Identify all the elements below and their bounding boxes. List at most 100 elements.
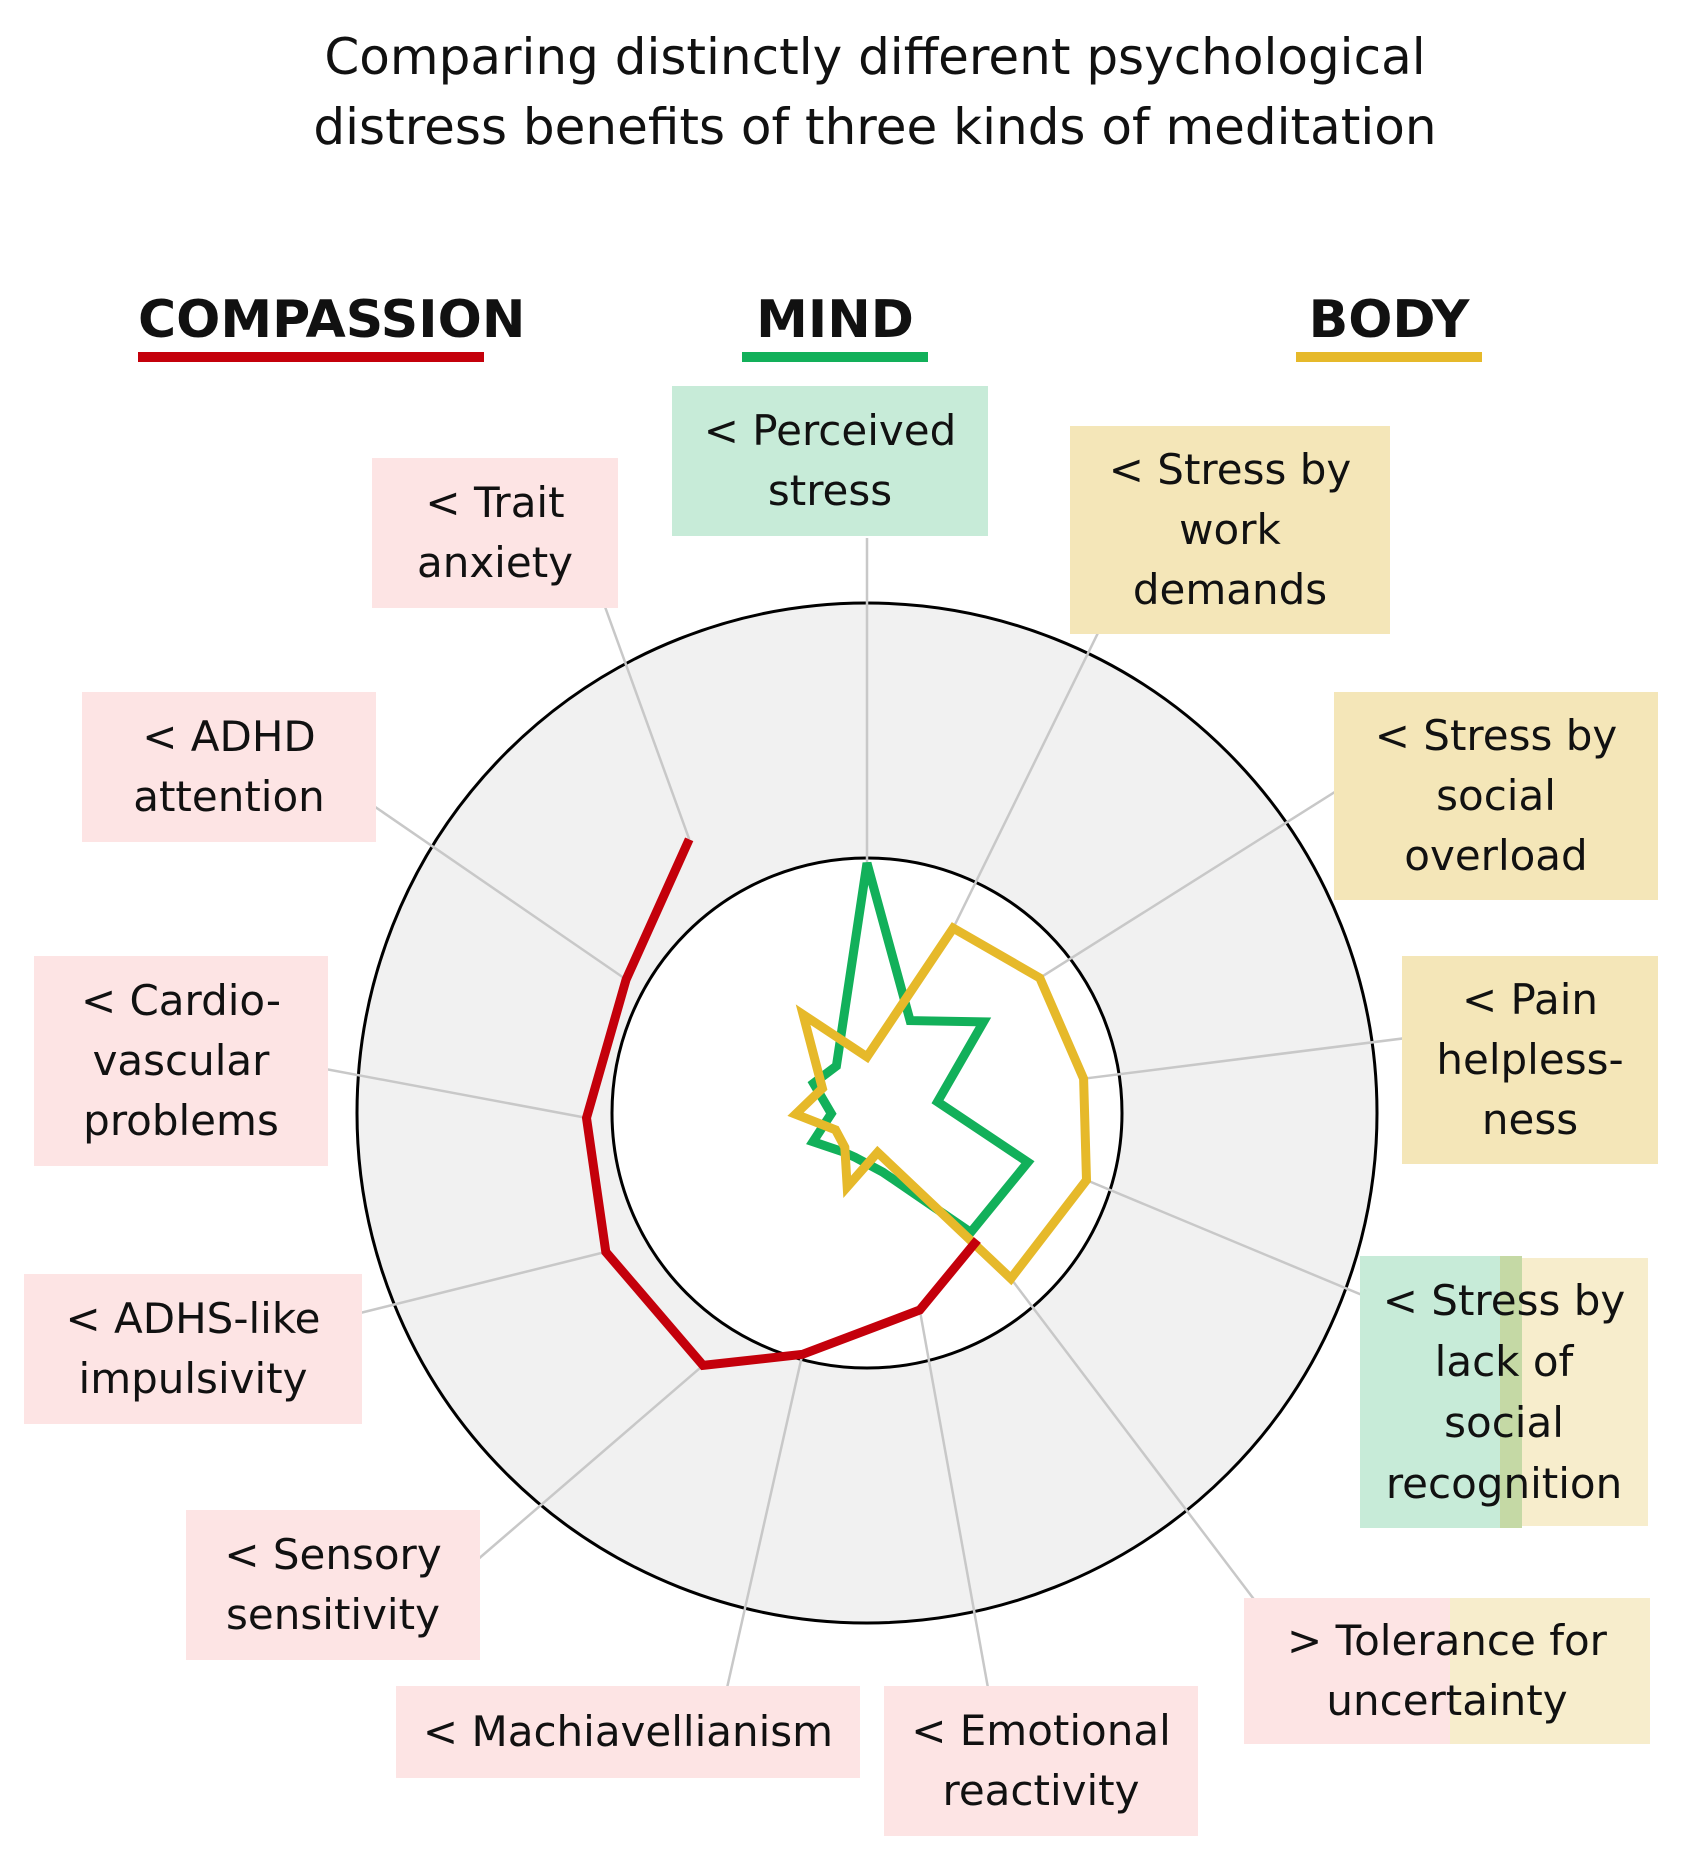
data-point-body (846, 1186, 848, 1188)
data-point-mind (830, 1113, 832, 1115)
data-point-compassion (919, 1309, 921, 1311)
label-tolerance-compassion-bg (1244, 1598, 1450, 1744)
series-line-compassion (581, 837, 981, 1371)
data-point-compassion (702, 1364, 704, 1366)
label-text: impulsivity (78, 1354, 308, 1403)
data-point-mind (835, 1065, 837, 1067)
label-text: < Stress by (1108, 445, 1352, 494)
leader-line (439, 1364, 704, 1593)
data-point-compassion (586, 1117, 588, 1119)
data-point-mind (970, 1231, 972, 1233)
data-point-body (1083, 1078, 1085, 1080)
label-tolerance-uncertainty: > Tolerance for uncertainty (1244, 1598, 1650, 1744)
label-recognition-overlap (1500, 1256, 1522, 1528)
title-line-1: Comparing distinctly different psycholog… (324, 28, 1426, 86)
series-line-body (787, 922, 1092, 1286)
leader-line (1009, 1277, 1257, 1603)
label-text: stress (767, 466, 893, 515)
label-adhd-attention: < ADHD attention (82, 692, 376, 842)
data-point-body (821, 1087, 823, 1089)
label-emotional-reactivity: < Emotional reactivity (884, 1686, 1198, 1836)
data-point-mind (1027, 1161, 1029, 1163)
legend-compassion-swatch (138, 352, 484, 362)
label-text: < ADHD (142, 712, 316, 761)
label-text: < Emotional (911, 1706, 1171, 1755)
data-point-body (1085, 1179, 1087, 1181)
legend-body: BODY (1296, 290, 1482, 362)
data-point-mind (937, 1101, 939, 1103)
data-point-compassion (976, 1239, 978, 1241)
label-text: > Tolerance for (1287, 1616, 1607, 1665)
label-text: < Perceived (703, 406, 957, 455)
leader-line (1085, 1178, 1399, 1312)
data-point-mind (812, 1141, 814, 1143)
label-pain-helplessness: < Pain helpless- ness (1402, 956, 1658, 1164)
inner-circle (610, 856, 1124, 1370)
data-point-body (877, 1151, 879, 1153)
chart-title: Comparing distinctly different psycholog… (0, 22, 1688, 162)
legend-mind-swatch (742, 352, 928, 362)
label-text: < Sensory (224, 1530, 442, 1579)
leader-line (1039, 764, 1377, 980)
label-text: < Trait (425, 478, 565, 527)
label-text: recognition (1385, 1459, 1623, 1508)
label-adhs-impulsivity: < ADHS-like impulsivity (24, 1274, 362, 1424)
label-text: demands (1132, 565, 1328, 614)
label-recognition-body-bg (1500, 1258, 1648, 1526)
label-stress-social-overload: < Stress by social overload (1334, 692, 1658, 900)
label-machiavellianism: < Machiavellianism (396, 1686, 860, 1778)
leader-line (335, 778, 627, 981)
label-tolerance-body-bg (1450, 1598, 1650, 1744)
legend-mind-label: MIND (756, 290, 914, 350)
title-line-2: distress benefits of three kinds of medi… (313, 98, 1437, 156)
data-point-body (834, 1129, 836, 1131)
data-point-mind (812, 1082, 814, 1084)
data-point-mind (909, 1020, 911, 1022)
label-text: < Stress by (1382, 1276, 1626, 1325)
label-text: social (1436, 771, 1556, 820)
legend-compassion: COMPASSION (138, 290, 525, 362)
label-stress-recognition: < Stress by lack of social recognition (1360, 1256, 1648, 1528)
data-point-body (795, 1113, 797, 1115)
leader-line (952, 587, 1122, 929)
label-text: ness (1481, 1095, 1579, 1144)
label-text: helpless- (1436, 1035, 1624, 1084)
label-sensory-sensitivity: < Sensory sensitivity (186, 1510, 480, 1660)
data-point-mind (983, 1021, 985, 1023)
legend-body-label: BODY (1308, 290, 1470, 350)
label-text: < Pain (1461, 975, 1598, 1024)
data-point-body (1039, 977, 1041, 979)
label-text: lack of (1434, 1337, 1574, 1386)
data-point-compassion (801, 1353, 803, 1355)
leader-line (602, 603, 691, 840)
leader-line (1083, 1030, 1455, 1080)
label-text: work (1179, 505, 1281, 554)
data-point-compassion (605, 1251, 607, 1253)
label-recognition-mind-bg (1360, 1256, 1520, 1528)
label-text: problems (83, 1096, 279, 1145)
label-cardiovascular-problems: < Cardio- vascular problems (34, 956, 328, 1166)
label-text: reactivity (942, 1766, 1140, 1815)
label-text: < Cardio- (80, 976, 282, 1025)
label-text: anxiety (416, 538, 574, 587)
data-point-compassion (688, 838, 690, 840)
label-text: vascular (92, 1036, 270, 1085)
legend-body-swatch (1296, 352, 1482, 362)
leader-line (339, 1250, 607, 1320)
data-point-mind (854, 1156, 856, 1158)
data-point-body (802, 1014, 804, 1016)
leader-line (725, 1354, 804, 1689)
label-stress-work-demands: < Stress by work demands (1070, 426, 1390, 634)
data-point-mind (882, 1171, 884, 1173)
data-point-body (952, 927, 954, 929)
leader-line (287, 1060, 587, 1120)
label-text: overload (1404, 831, 1588, 880)
data-point-compassion (625, 978, 627, 980)
label-text: < Stress by (1374, 711, 1618, 760)
label-text: uncertainty (1326, 1676, 1568, 1725)
leader-line (918, 1309, 990, 1689)
data-point-body (1010, 1278, 1012, 1280)
data-point-mind (866, 862, 868, 864)
label-perceived-stress: < Perceived stress (672, 386, 988, 536)
